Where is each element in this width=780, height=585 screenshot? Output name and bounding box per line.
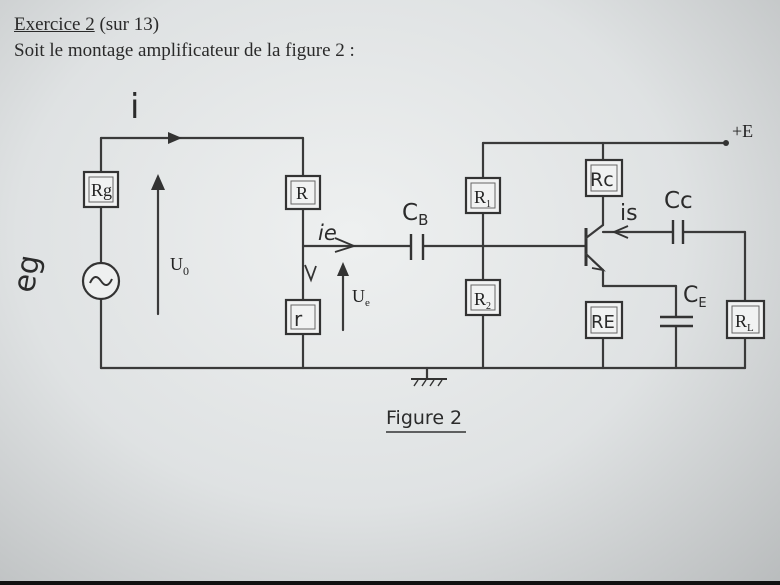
- label-rg: Rg: [91, 180, 112, 200]
- label-rc: Rc: [590, 169, 614, 191]
- current-r-arrow: [304, 264, 317, 283]
- label-cc: Cc: [664, 188, 693, 214]
- capacitor-cb: [409, 234, 425, 260]
- label-re: RE: [591, 312, 615, 333]
- label-u0: U0: [170, 254, 189, 278]
- resistor-rc: Rc: [584, 158, 624, 198]
- label-cb: CB: [402, 200, 428, 229]
- resistor-rg: Rg: [82, 170, 120, 209]
- supply-terminal-dot: [723, 140, 729, 146]
- label-r1: R1: [474, 187, 491, 210]
- label-rl: RL: [735, 311, 754, 334]
- current-ie-arrow: [334, 237, 357, 253]
- exercise-points: (sur 13): [94, 14, 160, 35]
- voltage-ue-arrow: [337, 262, 349, 332]
- emitter-wires: [601, 268, 678, 370]
- resistor-re: RE: [584, 300, 624, 340]
- capacitor-cc: [671, 220, 685, 244]
- label-r-small: r: [294, 307, 303, 331]
- current-is-arrow: [611, 225, 629, 239]
- page-edge: [0, 581, 780, 585]
- resistor-rl: RL: [725, 299, 766, 340]
- capacitor-ce: [660, 315, 693, 328]
- label-r-series: R: [296, 183, 308, 203]
- voltage-source-eg: [81, 261, 121, 301]
- resistor-r-series: R: [284, 174, 322, 211]
- resistor-r1: R1: [464, 176, 502, 215]
- label-ie: ie: [318, 221, 337, 245]
- ground-symbol: [411, 366, 447, 387]
- input-loop-wires: [99, 136, 747, 370]
- voltage-u0-arrow: [151, 174, 165, 316]
- exercise-number: Exercice 2: [14, 14, 95, 35]
- label-ue: Ue: [352, 286, 370, 309]
- figure-caption: Figure 2: [386, 407, 462, 429]
- output-wires: [601, 230, 747, 370]
- exercise-header: Exercice 2 (sur 13) Soit le montage ampl…: [14, 14, 355, 62]
- label-eg: eg: [7, 252, 48, 295]
- current-i-arrow: [168, 132, 182, 144]
- supply-rail-wires: [481, 141, 728, 370]
- exercise-title: Exercice 2 (sur 13): [14, 14, 355, 36]
- resistor-r-small: r: [284, 298, 322, 336]
- bipolar-transistor: [584, 223, 606, 272]
- resistor-r2: R2: [464, 278, 502, 317]
- label-r2: R2: [474, 289, 491, 312]
- sine-wave-icon: [89, 276, 113, 286]
- label-supply: +E: [732, 121, 753, 141]
- label-current-i: i: [130, 87, 139, 127]
- emitter-arrow: [591, 259, 606, 272]
- label-is: is: [620, 201, 638, 226]
- label-ce: CE: [683, 283, 707, 311]
- exercise-intro: Soit le montage amplificateur de la figu…: [14, 40, 355, 61]
